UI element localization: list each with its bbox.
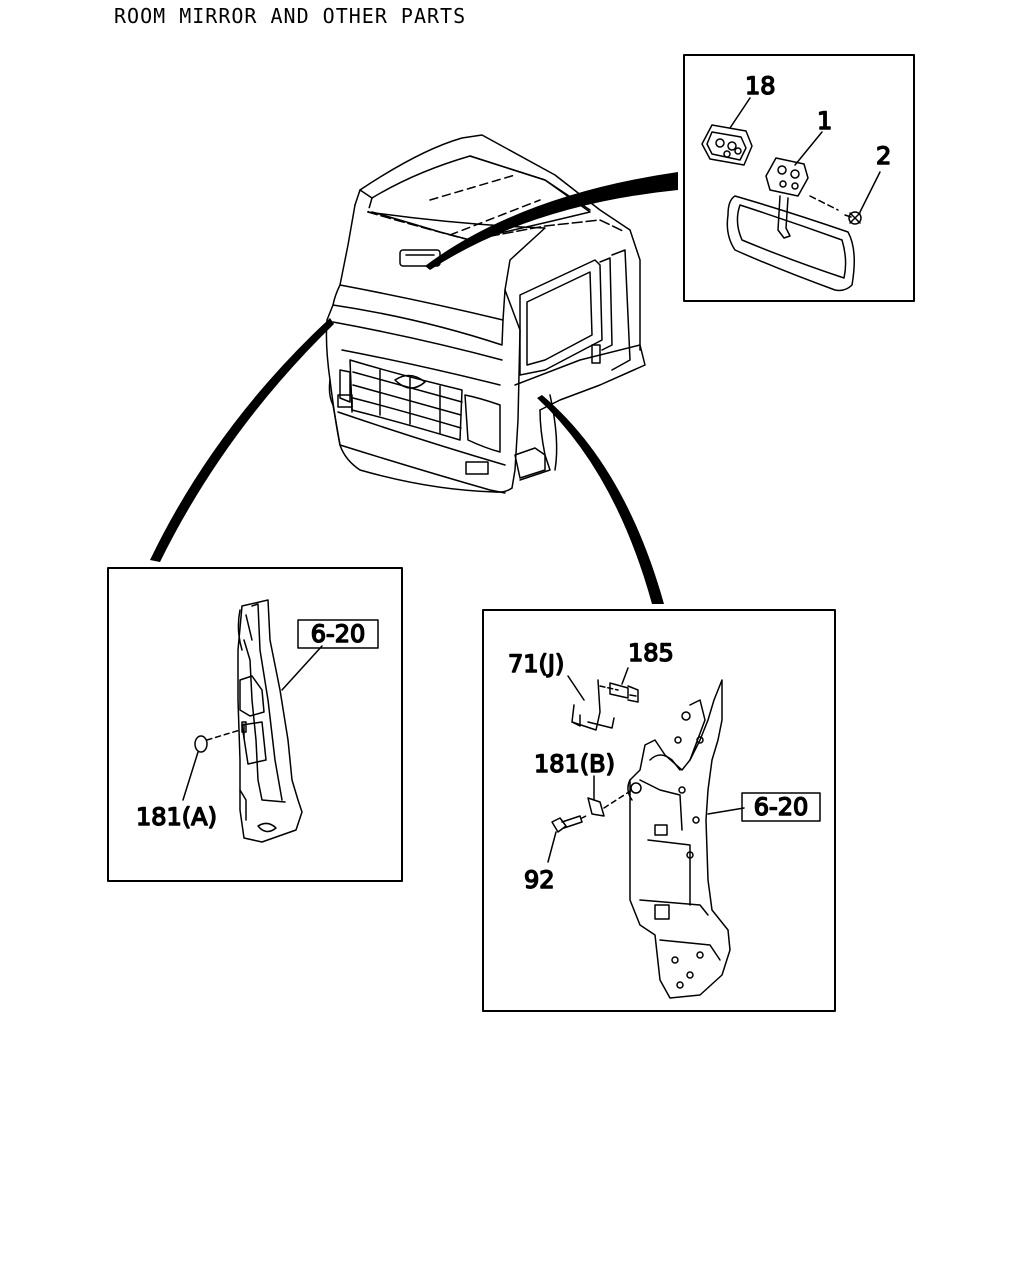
ref-box-left bbox=[297, 619, 379, 649]
arc-to-left-pillar bbox=[150, 318, 334, 562]
left-pillar-detail-box: 6-20 181(A) bbox=[107, 567, 403, 882]
screw-2 bbox=[809, 195, 862, 225]
arc-to-mirror bbox=[425, 172, 678, 270]
callout-181b: 181(B) bbox=[534, 750, 615, 778]
callout-1: 1 bbox=[817, 107, 832, 135]
room-mirror-1 bbox=[726, 157, 855, 292]
callout-185: 185 bbox=[628, 639, 674, 667]
diagram-title: ROOM MIRROR AND OTHER PARTS bbox=[114, 4, 467, 28]
ref-label-left: 6-20 bbox=[311, 620, 365, 648]
ref-box-right bbox=[741, 792, 821, 822]
bolt-92 bbox=[551, 814, 589, 833]
plug-181a bbox=[194, 735, 208, 753]
plate-181b bbox=[587, 789, 633, 817]
callout-181a: 181(A) bbox=[136, 803, 217, 831]
callout-92: 92 bbox=[524, 866, 555, 894]
mirror-cover-18 bbox=[701, 124, 753, 166]
bracket-71j bbox=[571, 679, 615, 731]
callout-18: 18 bbox=[745, 72, 776, 100]
callout-2: 2 bbox=[876, 142, 891, 170]
center-pillar-right bbox=[627, 679, 731, 999]
front-pillar-left bbox=[237, 599, 303, 843]
right-pillar-detail-box: 6-20 71(J) 185 181(B) 92 bbox=[482, 609, 836, 1012]
callout-71j: 71(J) bbox=[508, 650, 564, 678]
ref-label-right: 6-20 bbox=[754, 793, 808, 821]
leader-arcs bbox=[150, 172, 678, 604]
arc-to-right-pillar bbox=[537, 395, 664, 604]
bolt-185 bbox=[599, 682, 639, 703]
mirror-detail-box: 18 1 2 bbox=[683, 54, 915, 302]
